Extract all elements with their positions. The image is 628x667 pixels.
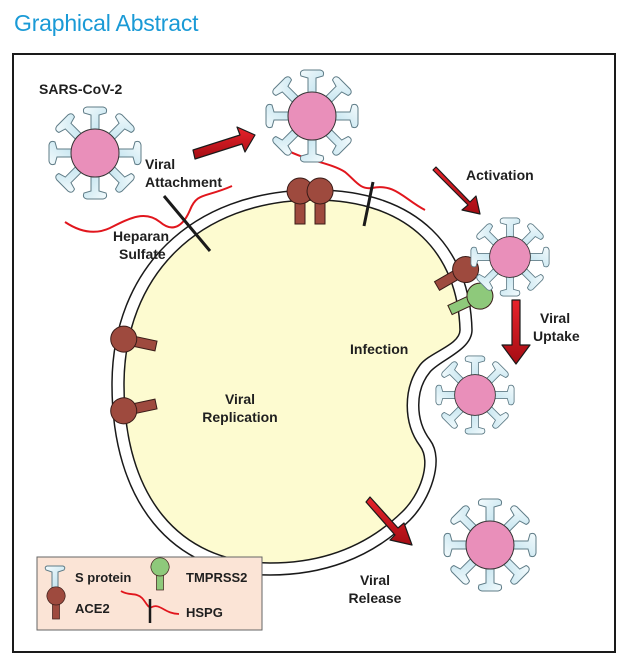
label-release-1: Viral [360, 572, 390, 588]
legend-tmprss2-label: TMPRSS2 [186, 570, 247, 585]
legend: S protein TMPRSS2 ACE2 HSPG [36, 556, 263, 631]
legend-hspg-label: HSPG [186, 605, 223, 620]
virus-released [444, 499, 536, 591]
arrow-activation [432, 166, 481, 215]
arrow-release [365, 496, 413, 546]
label-replication-2: Replication [202, 409, 277, 425]
arrow-attachment [192, 126, 256, 160]
virus-attached [266, 70, 358, 162]
label-activation: Activation [466, 167, 534, 183]
label-release-2: Release [349, 590, 402, 606]
label-heparan-2: Sulfate [119, 246, 166, 262]
page-title: Graphical Abstract [14, 10, 199, 36]
label-attachment-2: Attachment [145, 174, 222, 190]
legend-hspg-icon [120, 590, 180, 623]
label-replication-1: Viral [225, 391, 255, 407]
legend-ace2-label: ACE2 [75, 601, 110, 616]
label-uptake-2: Uptake [533, 328, 580, 344]
label-attachment-1: Viral [145, 156, 175, 172]
virus-uptake [436, 356, 514, 434]
legend-s-protein-label: S protein [75, 570, 131, 585]
label-heparan-1: Heparan [113, 228, 169, 244]
label-virus-name: SARS-CoV-2 [39, 81, 122, 97]
label-infection: Infection [350, 341, 408, 357]
arrow-uptake [501, 299, 531, 365]
hspg-left [64, 185, 233, 252]
virus-free [49, 107, 141, 199]
label-uptake-1: Viral [540, 310, 570, 326]
virus-activation [471, 218, 549, 296]
